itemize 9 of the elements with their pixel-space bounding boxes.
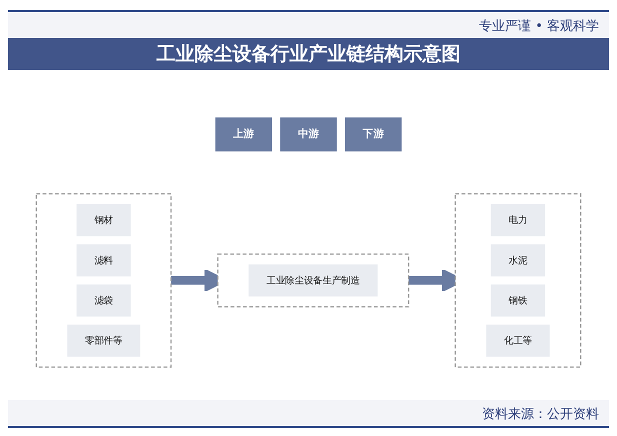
node-box: 中游	[280, 117, 337, 152]
diagram-title: 工业除尘设备行业产业链结构示意图	[8, 38, 609, 70]
node-box: 上游	[215, 117, 272, 152]
source-note: 资料来源：公开资料	[482, 406, 599, 423]
cluster	[36, 193, 172, 368]
slogan-text: 专业严谨 • 客观科学	[479, 18, 599, 35]
cluster	[217, 253, 410, 308]
cluster	[454, 193, 582, 368]
node-box: 下游	[344, 117, 402, 152]
